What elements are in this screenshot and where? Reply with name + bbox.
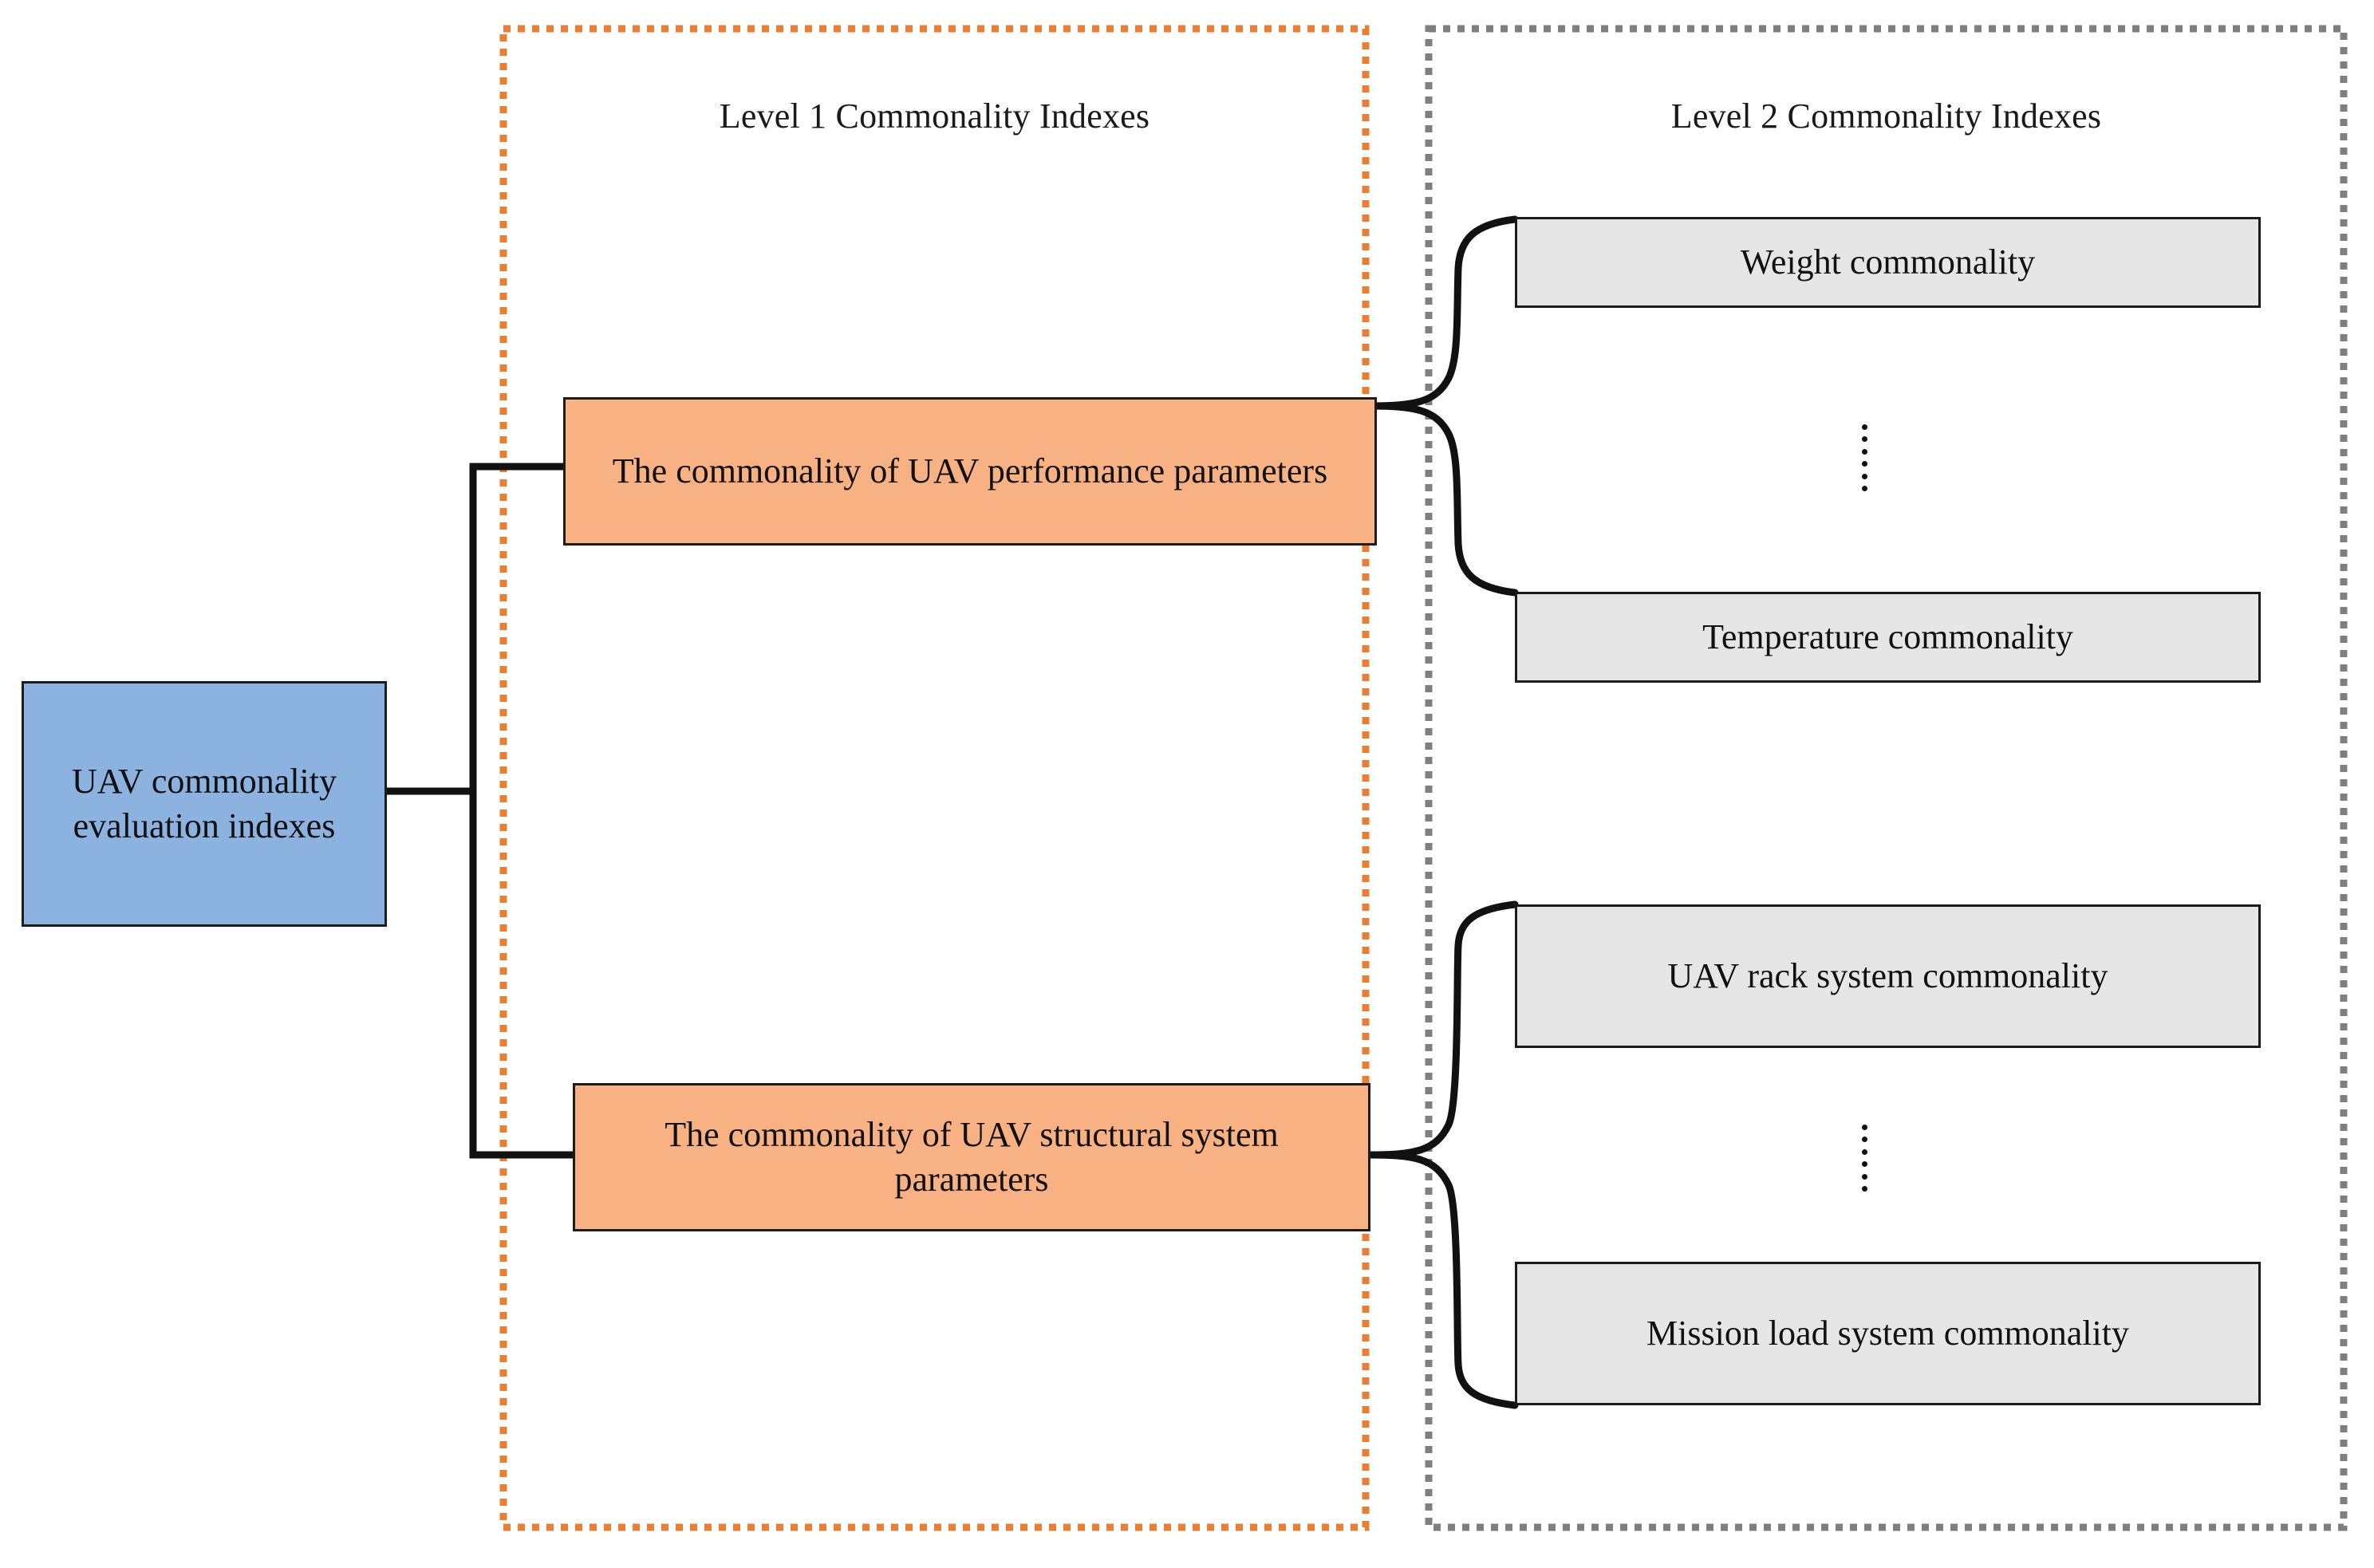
node-temperature-commonality[interactable]: Temperature commonality (1515, 592, 2261, 683)
level-1-region-title: Level 1 Commonality Indexes (719, 97, 1150, 136)
node-performance-parameters[interactable]: The commonality of UAV performance param… (563, 397, 1377, 546)
brace-structural-to-level2 (1365, 900, 1519, 1409)
level-1-region-border (499, 25, 1370, 1531)
brace-performance-to-level2 (1365, 215, 1519, 597)
level-2-region-border (1425, 25, 2348, 1531)
root-to-level1-connectors (381, 463, 577, 1159)
node-uav-commonality-evaluation-indexes[interactable]: UAV commonality evaluation indexes (22, 681, 387, 927)
node-uav-rack-system-commonality[interactable]: UAV rack system commonality (1515, 904, 2261, 1048)
node-mission-load-system-commonality[interactable]: Mission load system commonality (1515, 1262, 2261, 1405)
ellipsis-level2-group-2 (1861, 1125, 1867, 1192)
node-structural-system-parameters[interactable]: The commonality of UAV structural system… (573, 1083, 1370, 1231)
level-2-region-title: Level 2 Commonality Indexes (1670, 97, 2102, 136)
node-weight-commonality[interactable]: Weight commonality (1515, 217, 2261, 308)
ellipsis-level2-group-1 (1861, 424, 1867, 491)
